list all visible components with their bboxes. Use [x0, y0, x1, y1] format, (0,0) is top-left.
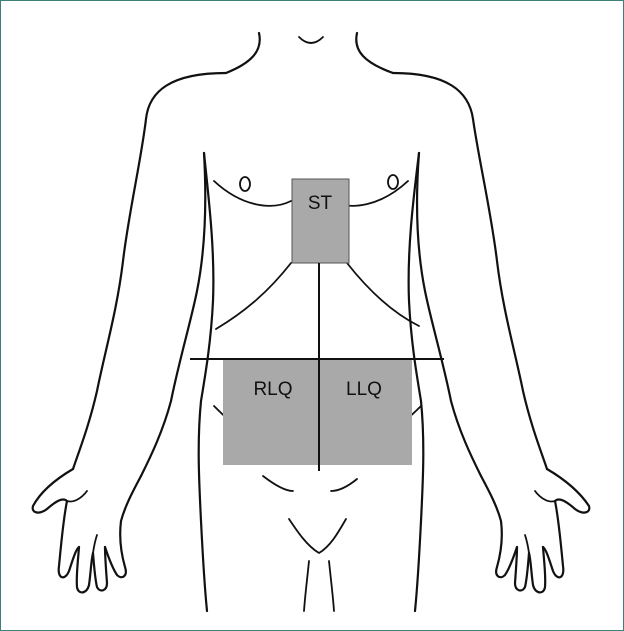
st-label: ST [308, 193, 333, 214]
llq-label: LLQ [346, 379, 382, 400]
lower-abdomen-region [223, 359, 412, 465]
st-region [292, 179, 349, 263]
body-outline [33, 33, 590, 611]
rlq-label: RLQ [253, 379, 292, 400]
